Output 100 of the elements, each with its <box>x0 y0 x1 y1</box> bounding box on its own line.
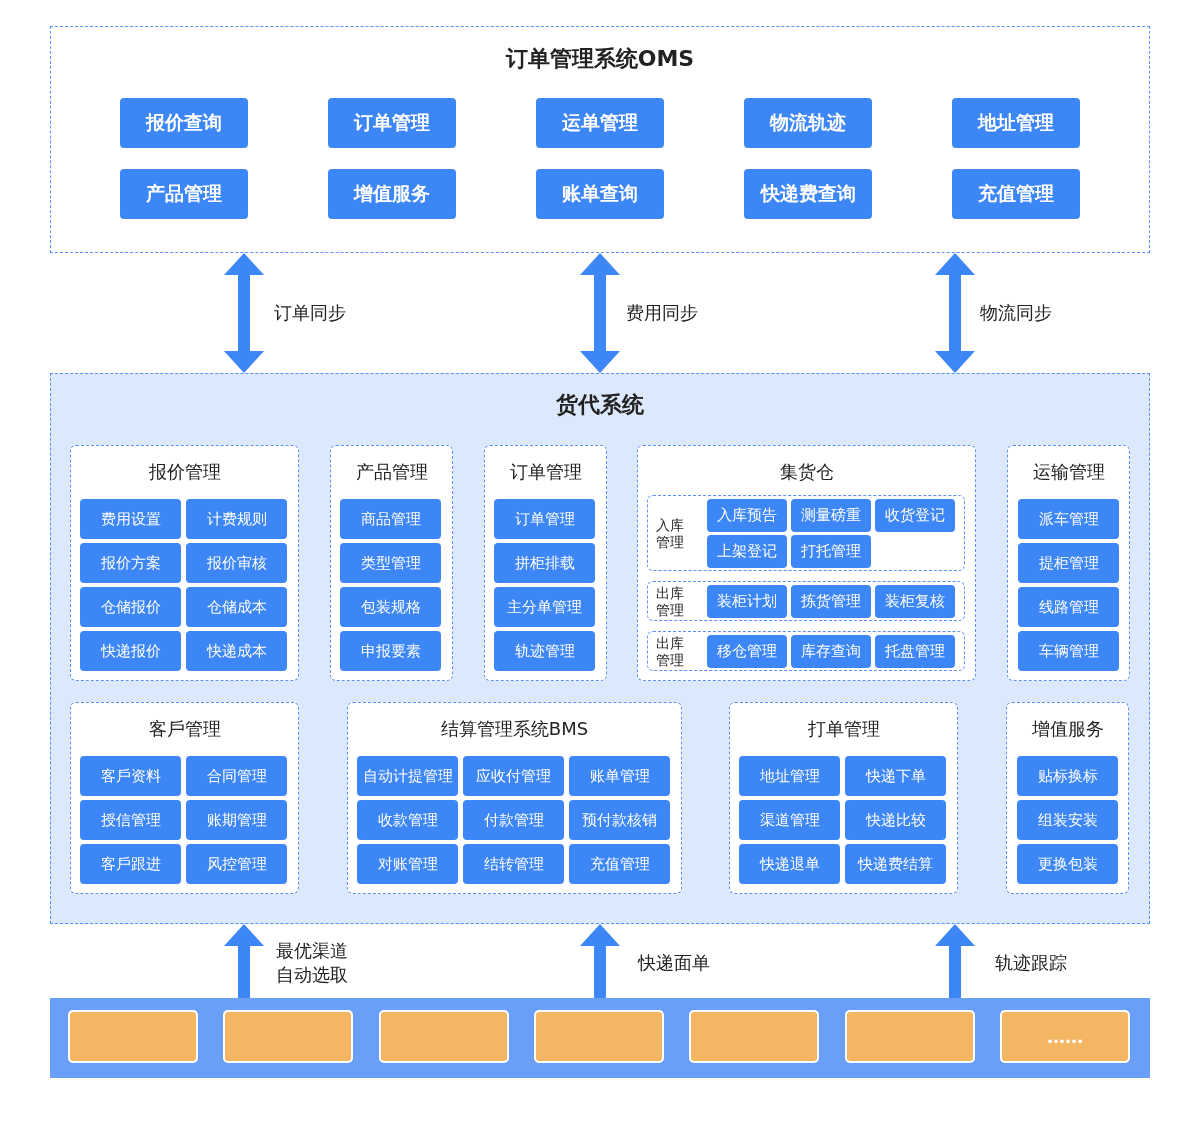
group-title: 结算管理系统BMS <box>439 717 590 741</box>
edge-label: 费用同步 <box>624 301 700 325</box>
module-tile: 测量磅重 <box>791 499 871 532</box>
module-tile: 物流轨迹 <box>744 98 872 148</box>
module-tile: 入库预告 <box>707 499 787 532</box>
module-tile: 报价方案 <box>80 543 181 583</box>
module-tile: 充值管理 <box>569 844 670 884</box>
carrier-tile: …… <box>1000 1010 1130 1063</box>
carrier-tile <box>223 1010 353 1063</box>
arrow <box>580 924 620 998</box>
edge-label: 订单同步 <box>272 301 348 325</box>
module-tile: 报价查询 <box>120 98 248 148</box>
module-group-panel <box>1007 445 1130 681</box>
carrier-band <box>50 998 1150 1078</box>
module-tile: 移仓管理 <box>707 635 787 668</box>
module-tile: 自动计提管理 <box>357 756 458 796</box>
module-tile: 装柜复核 <box>875 585 955 618</box>
sub-group-title: 入库管理 <box>656 517 685 551</box>
module-group-panel <box>637 445 976 681</box>
system-panel <box>50 26 1150 253</box>
sub-group-panel <box>647 631 965 671</box>
group-title: 产品管理 <box>354 460 429 484</box>
module-tile: 地址管理 <box>952 98 1080 148</box>
module-tile: 组装安装 <box>1017 800 1118 840</box>
module-tile: 包装规格 <box>340 587 441 627</box>
module-tile: 快递比较 <box>845 800 946 840</box>
module-group-panel <box>330 445 453 681</box>
module-tile: 提柜管理 <box>1018 543 1119 583</box>
module-tile: 轨迹管理 <box>494 631 595 671</box>
module-tile: 计费规则 <box>186 499 287 539</box>
edge-label: 物流同步 <box>978 301 1054 325</box>
edge-label: 快递面单 <box>636 951 712 975</box>
module-tile: 收货登记 <box>875 499 955 532</box>
double-arrow <box>580 253 620 373</box>
module-tile: 费用设置 <box>80 499 181 539</box>
module-tile: 充值管理 <box>952 169 1080 219</box>
module-tile: 快递报价 <box>80 631 181 671</box>
carrier-tile <box>379 1010 509 1063</box>
carrier-tile <box>68 1010 198 1063</box>
group-title: 打单管理 <box>806 717 881 741</box>
module-tile: 订单管理 <box>328 98 456 148</box>
module-group-panel <box>70 445 299 681</box>
sub-group-panel <box>647 581 965 621</box>
module-tile: 风控管理 <box>186 844 287 884</box>
system-title: 货代系统 <box>555 391 645 419</box>
module-tile: 付款管理 <box>463 800 564 840</box>
sub-group-title: 出库管理 <box>656 585 685 619</box>
carrier-tile <box>689 1010 819 1063</box>
arrow <box>224 924 264 998</box>
module-tile: 快递费查询 <box>744 169 872 219</box>
module-group-panel <box>1006 702 1129 894</box>
group-title: 增值服务 <box>1030 717 1105 741</box>
sub-group-title: 出库管理 <box>656 635 685 669</box>
module-tile: 托盘管理 <box>875 635 955 668</box>
group-title: 订单管理 <box>508 460 583 484</box>
edge-label: 轨迹跟踪 <box>993 951 1069 975</box>
system-title: 订单管理系统OMS <box>504 45 696 73</box>
module-tile: 对账管理 <box>357 844 458 884</box>
module-tile: 渠道管理 <box>739 800 840 840</box>
module-tile: 申报要素 <box>340 631 441 671</box>
module-tile: 库存查询 <box>791 635 871 668</box>
sub-group-panel <box>647 495 965 571</box>
group-title: 客戶管理 <box>147 717 222 741</box>
module-tile: 地址管理 <box>739 756 840 796</box>
system-panel <box>50 373 1150 924</box>
module-tile: 结转管理 <box>463 844 564 884</box>
module-group-panel <box>729 702 958 894</box>
module-tile: 拣货管理 <box>791 585 871 618</box>
module-tile: 报价审核 <box>186 543 287 583</box>
double-arrow <box>935 253 975 373</box>
module-tile: 商品管理 <box>340 499 441 539</box>
module-group-panel <box>484 445 607 681</box>
module-tile: 快递下单 <box>845 756 946 796</box>
module-tile: 派车管理 <box>1018 499 1119 539</box>
module-tile: 账期管理 <box>186 800 287 840</box>
module-tile: 线路管理 <box>1018 587 1119 627</box>
module-tile: 类型管理 <box>340 543 441 583</box>
module-tile: 主分单管理 <box>494 587 595 627</box>
module-tile: 产品管理 <box>120 169 248 219</box>
module-tile: 车辆管理 <box>1018 631 1119 671</box>
module-tile: 拼柜排载 <box>494 543 595 583</box>
module-tile: 账单管理 <box>569 756 670 796</box>
arrow <box>935 924 975 998</box>
module-tile: 订单管理 <box>494 499 595 539</box>
group-title: 集货仓 <box>778 460 835 484</box>
group-title: 报价管理 <box>147 460 222 484</box>
module-group-panel <box>70 702 299 894</box>
module-tile: 客戶跟进 <box>80 844 181 884</box>
module-tile: 快递费结算 <box>845 844 946 884</box>
module-tile: 收款管理 <box>357 800 458 840</box>
carrier-tile <box>534 1010 664 1063</box>
module-group-panel <box>347 702 682 894</box>
module-tile: 快递成本 <box>186 631 287 671</box>
module-tile: 运单管理 <box>536 98 664 148</box>
module-tile: 装柜计划 <box>707 585 787 618</box>
module-tile: 贴标换标 <box>1017 756 1118 796</box>
module-tile: 客戶资料 <box>80 756 181 796</box>
double-arrow <box>224 253 264 373</box>
module-tile: 仓储成本 <box>186 587 287 627</box>
carrier-tile <box>845 1010 975 1063</box>
